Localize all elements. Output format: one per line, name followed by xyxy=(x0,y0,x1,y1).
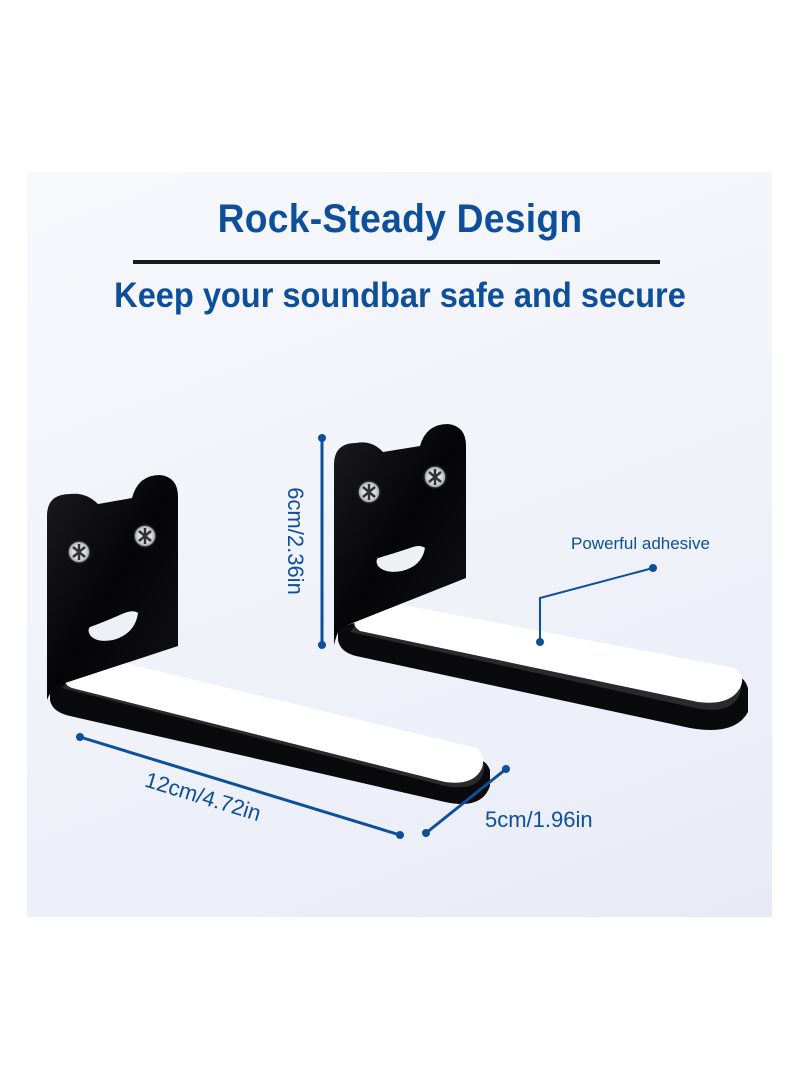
screw-icon xyxy=(423,465,447,489)
smile-slot xyxy=(376,546,425,572)
width-label: 5cm/1.96in xyxy=(485,807,593,832)
screw-icon xyxy=(67,540,91,564)
title-divider xyxy=(133,260,660,264)
height-label: 6cm/2.36in xyxy=(282,487,308,595)
dimension-width xyxy=(422,765,510,837)
bracket-left xyxy=(47,475,490,804)
screw-icon xyxy=(357,480,381,504)
subheadline: Keep your soundbar safe and secure xyxy=(114,276,686,315)
adhesive-callout-leader xyxy=(536,564,657,646)
screw-icon xyxy=(133,524,157,548)
headline: Rock-Steady Design xyxy=(217,197,583,241)
bracket-right xyxy=(334,424,748,730)
dimension-height xyxy=(318,434,326,649)
smile-slot xyxy=(88,611,138,641)
bracket-right-adhesive-pad xyxy=(354,604,743,703)
dimension-length xyxy=(76,733,404,839)
bracket-left-upright xyxy=(47,475,178,700)
bracket-left-adhesive-pad xyxy=(64,660,484,783)
adhesive-callout-label: Powerful adhesive xyxy=(571,534,710,553)
